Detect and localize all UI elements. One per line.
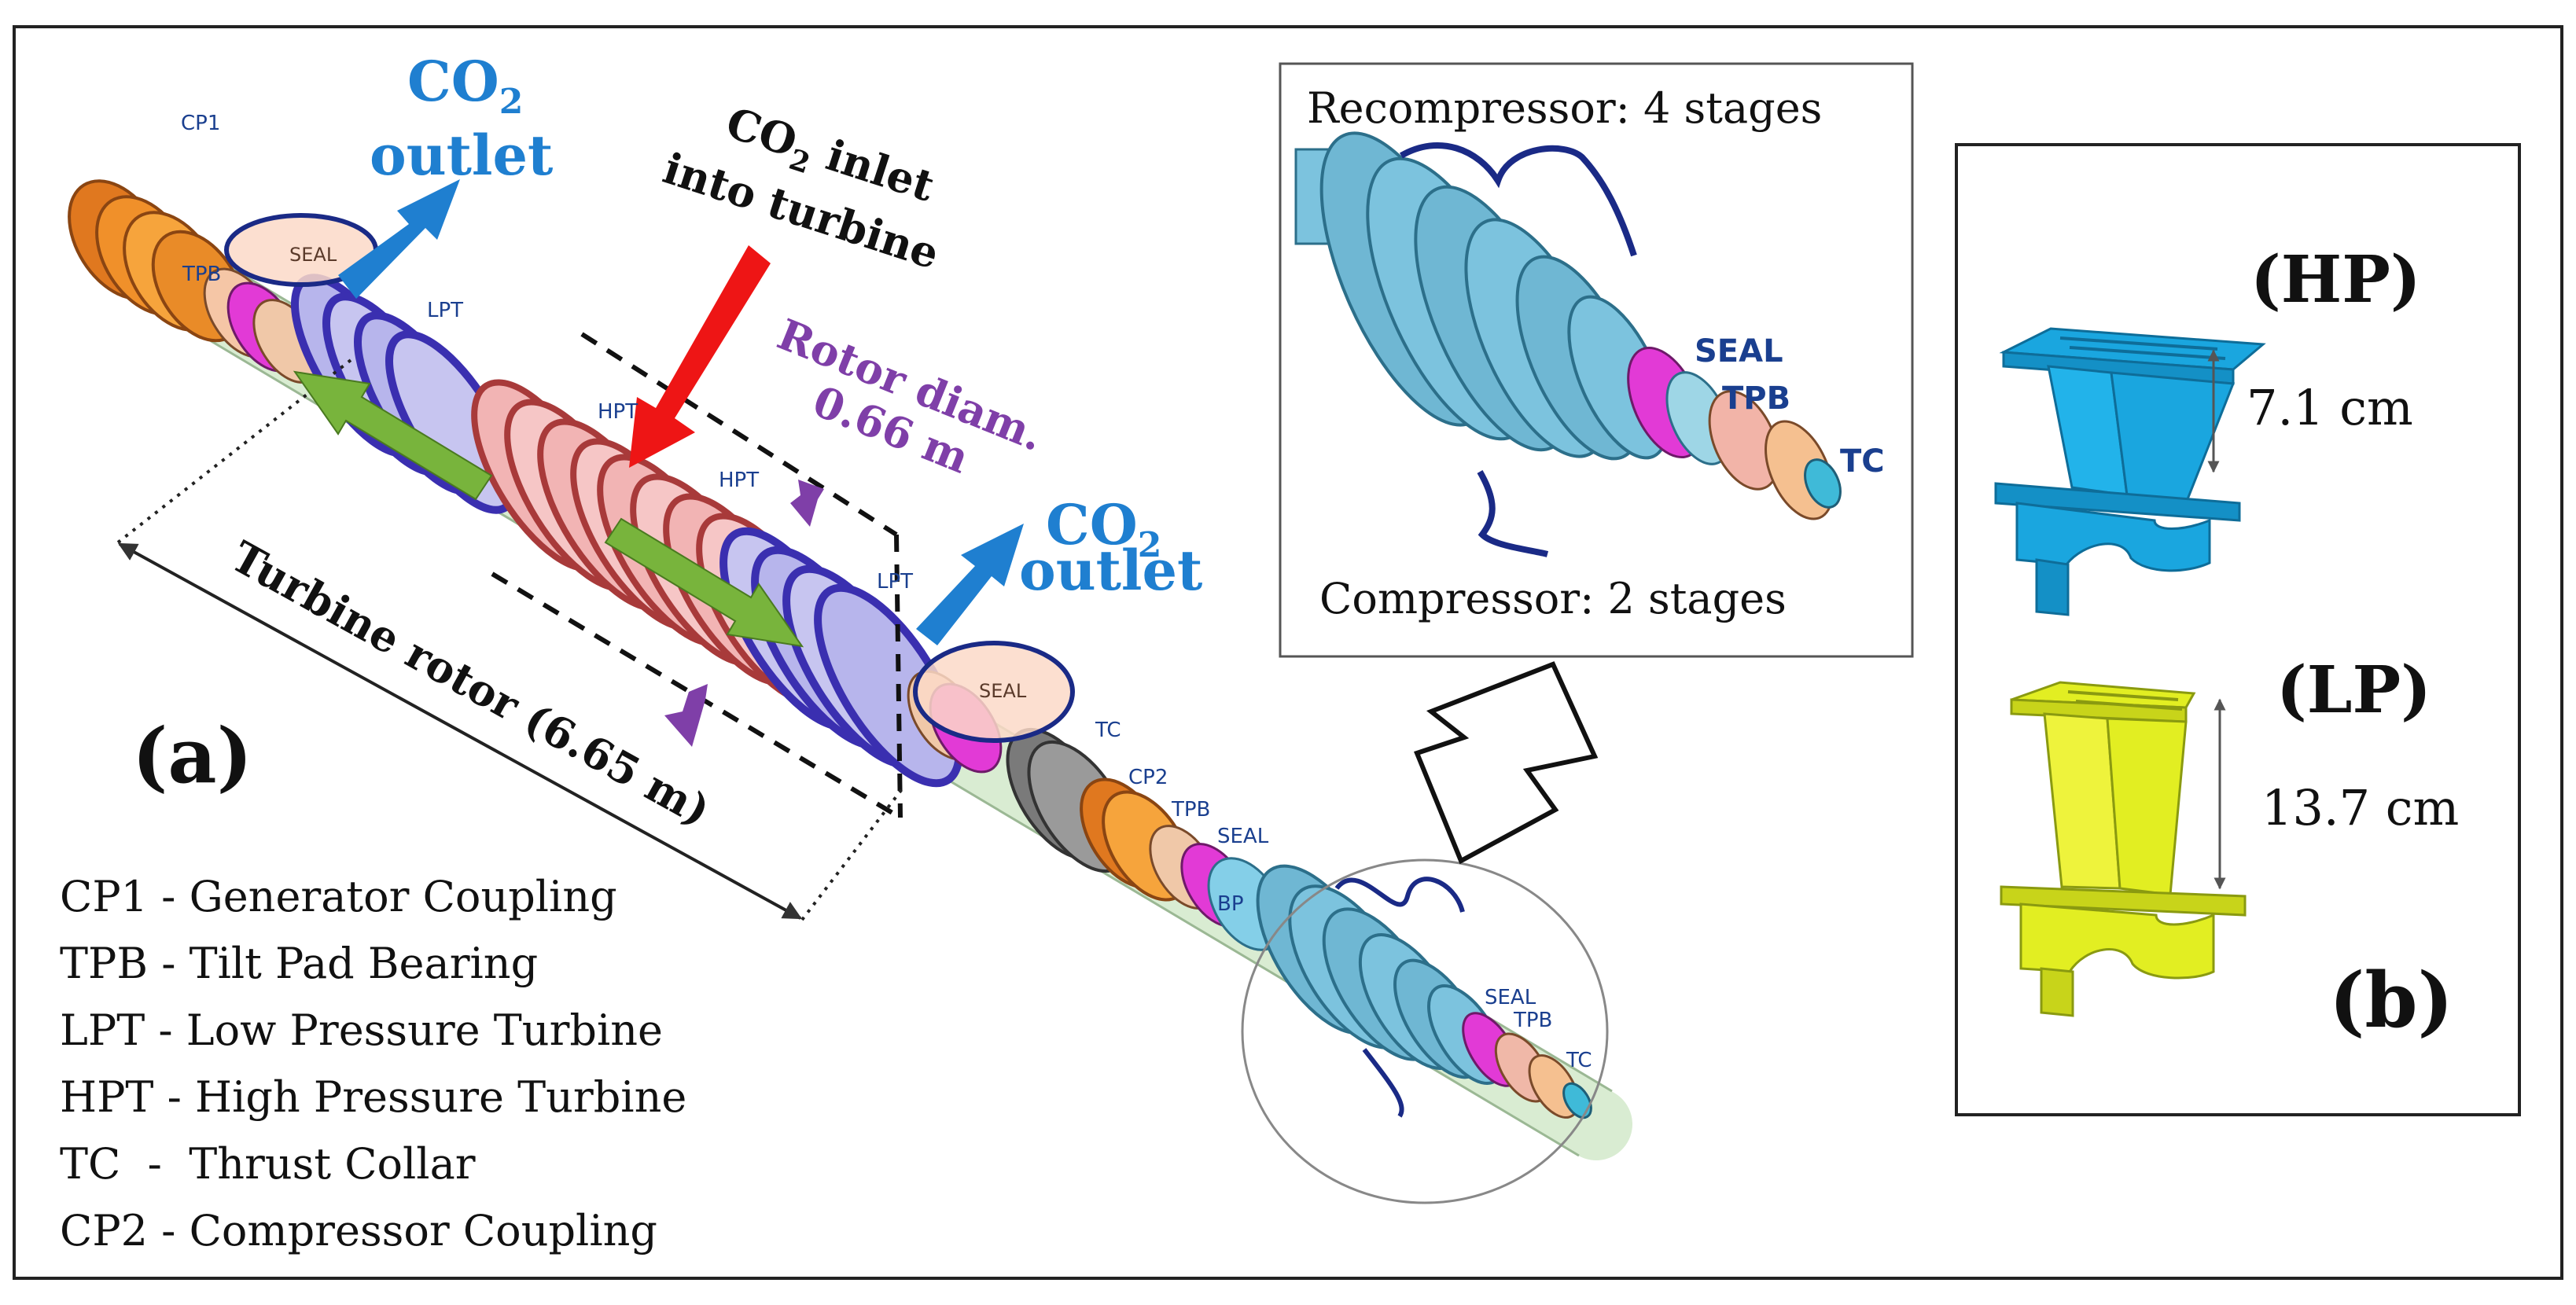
flow-arrow-left bbox=[293, 370, 493, 501]
panel-b: (HP) (LP) (b) 7.1 cm 13.7 cm bbox=[1955, 143, 2521, 1116]
lp-blade bbox=[2000, 681, 2247, 1017]
inset-compressor-detail bbox=[1294, 131, 1842, 557]
legend-item-tc: TC - Thrust Collar bbox=[60, 1139, 476, 1189]
seal-ellipse-right bbox=[913, 641, 1075, 743]
rotor-diameter-arrows bbox=[664, 480, 824, 747]
tag-tc: TC bbox=[1095, 719, 1121, 742]
abbreviation-legend: CP1 - Generator Coupling TPB - Tilt Pad … bbox=[60, 863, 686, 1264]
compressor-highlight-ellipse bbox=[1241, 858, 1609, 1204]
inset-tag-seal: SEAL bbox=[1695, 333, 1783, 369]
legend-item-cp2: CP2 - Compressor Coupling bbox=[60, 1206, 657, 1255]
legend-item-hpt: HPT - High Pressure Turbine bbox=[60, 1072, 687, 1122]
panel-b-label: (b) bbox=[2329, 956, 2453, 1045]
outlet-top-co2: CO2 bbox=[407, 49, 523, 122]
flow-arrow-right bbox=[604, 517, 804, 648]
inset-tags: SEAL TPB TC bbox=[1695, 333, 1885, 480]
outlet-arrow-right bbox=[916, 524, 1024, 645]
inset-recompressor-label: Recompressor: 4 stages bbox=[1307, 83, 1822, 133]
hpt-dashed-envelope bbox=[491, 332, 903, 820]
rotor-assembly: CP1 TPB SEAL LPT HPT HPT LPT SEAL TC CP2… bbox=[68, 49, 1632, 1204]
tag-seal-right: SEAL bbox=[979, 680, 1027, 702]
compressor-inset: SEAL TPB TC Recompressor: 4 stages Compr… bbox=[1279, 62, 1914, 658]
legend-item-lpt: LPT - Low Pressure Turbine bbox=[60, 1005, 663, 1055]
hp-height-label: 7.1 cm bbox=[2247, 379, 2413, 436]
tag-cp1: CP1 bbox=[181, 112, 220, 135]
hp-label: (HP) bbox=[2250, 242, 2421, 318]
tag-tpb-2: TPB bbox=[1171, 798, 1210, 822]
tag-seal-4: SEAL bbox=[1485, 986, 1536, 1009]
inlet-arrow bbox=[629, 245, 771, 468]
tag-tpb-3: TPB bbox=[1513, 1009, 1552, 1032]
rotor-length-dimension bbox=[116, 356, 906, 921]
blade-height-labels: 7.1 cm 13.7 cm bbox=[2247, 379, 2459, 836]
tag-cp2: CP2 bbox=[1128, 766, 1168, 789]
zoom-arrow bbox=[1414, 661, 1599, 865]
tag-hpt-left: HPT bbox=[598, 400, 638, 424]
outlet-arrow-top bbox=[338, 179, 460, 299]
figure-border bbox=[13, 25, 2563, 1280]
tag-tc-2: TC bbox=[1566, 1049, 1592, 1072]
inset-tag-tc: TC bbox=[1840, 443, 1885, 480]
tag-tpb-1: TPB bbox=[182, 263, 221, 286]
outlet-top-word: outlet bbox=[370, 123, 553, 188]
tag-lpt-left: LPT bbox=[427, 299, 463, 322]
outlet-right-word: outlet bbox=[1019, 538, 1202, 603]
component-tags: CP1 TPB SEAL LPT HPT HPT LPT SEAL TC CP2… bbox=[181, 112, 1592, 1072]
tag-lpt-right: LPT bbox=[877, 570, 913, 594]
inset-compressor-label: Compressor: 2 stages bbox=[1319, 574, 1787, 623]
tag-hpt-right: HPT bbox=[719, 469, 759, 492]
tag-bp: BP bbox=[1217, 892, 1244, 916]
inset-tag-tpb: TPB bbox=[1722, 380, 1790, 417]
tag-seal-3: SEAL bbox=[1217, 825, 1269, 848]
lp-label: (LP) bbox=[2276, 652, 2431, 728]
legend-item-tpb: TPB - Tilt Pad Bearing bbox=[60, 939, 539, 988]
hp-blade bbox=[1994, 327, 2266, 616]
tag-seal-top: SEAL bbox=[289, 244, 337, 266]
panel-b-labels: (HP) (LP) (b) bbox=[2250, 242, 2453, 1045]
legend-item-cp1: CP1 - Generator Coupling bbox=[60, 872, 617, 921]
outlet-right-co2: CO2 bbox=[1046, 492, 1161, 565]
compressor-assembly bbox=[1256, 864, 1592, 1119]
panel-a-label: (a) bbox=[132, 711, 252, 800]
lp-height-label: 13.7 cm bbox=[2261, 779, 2459, 836]
